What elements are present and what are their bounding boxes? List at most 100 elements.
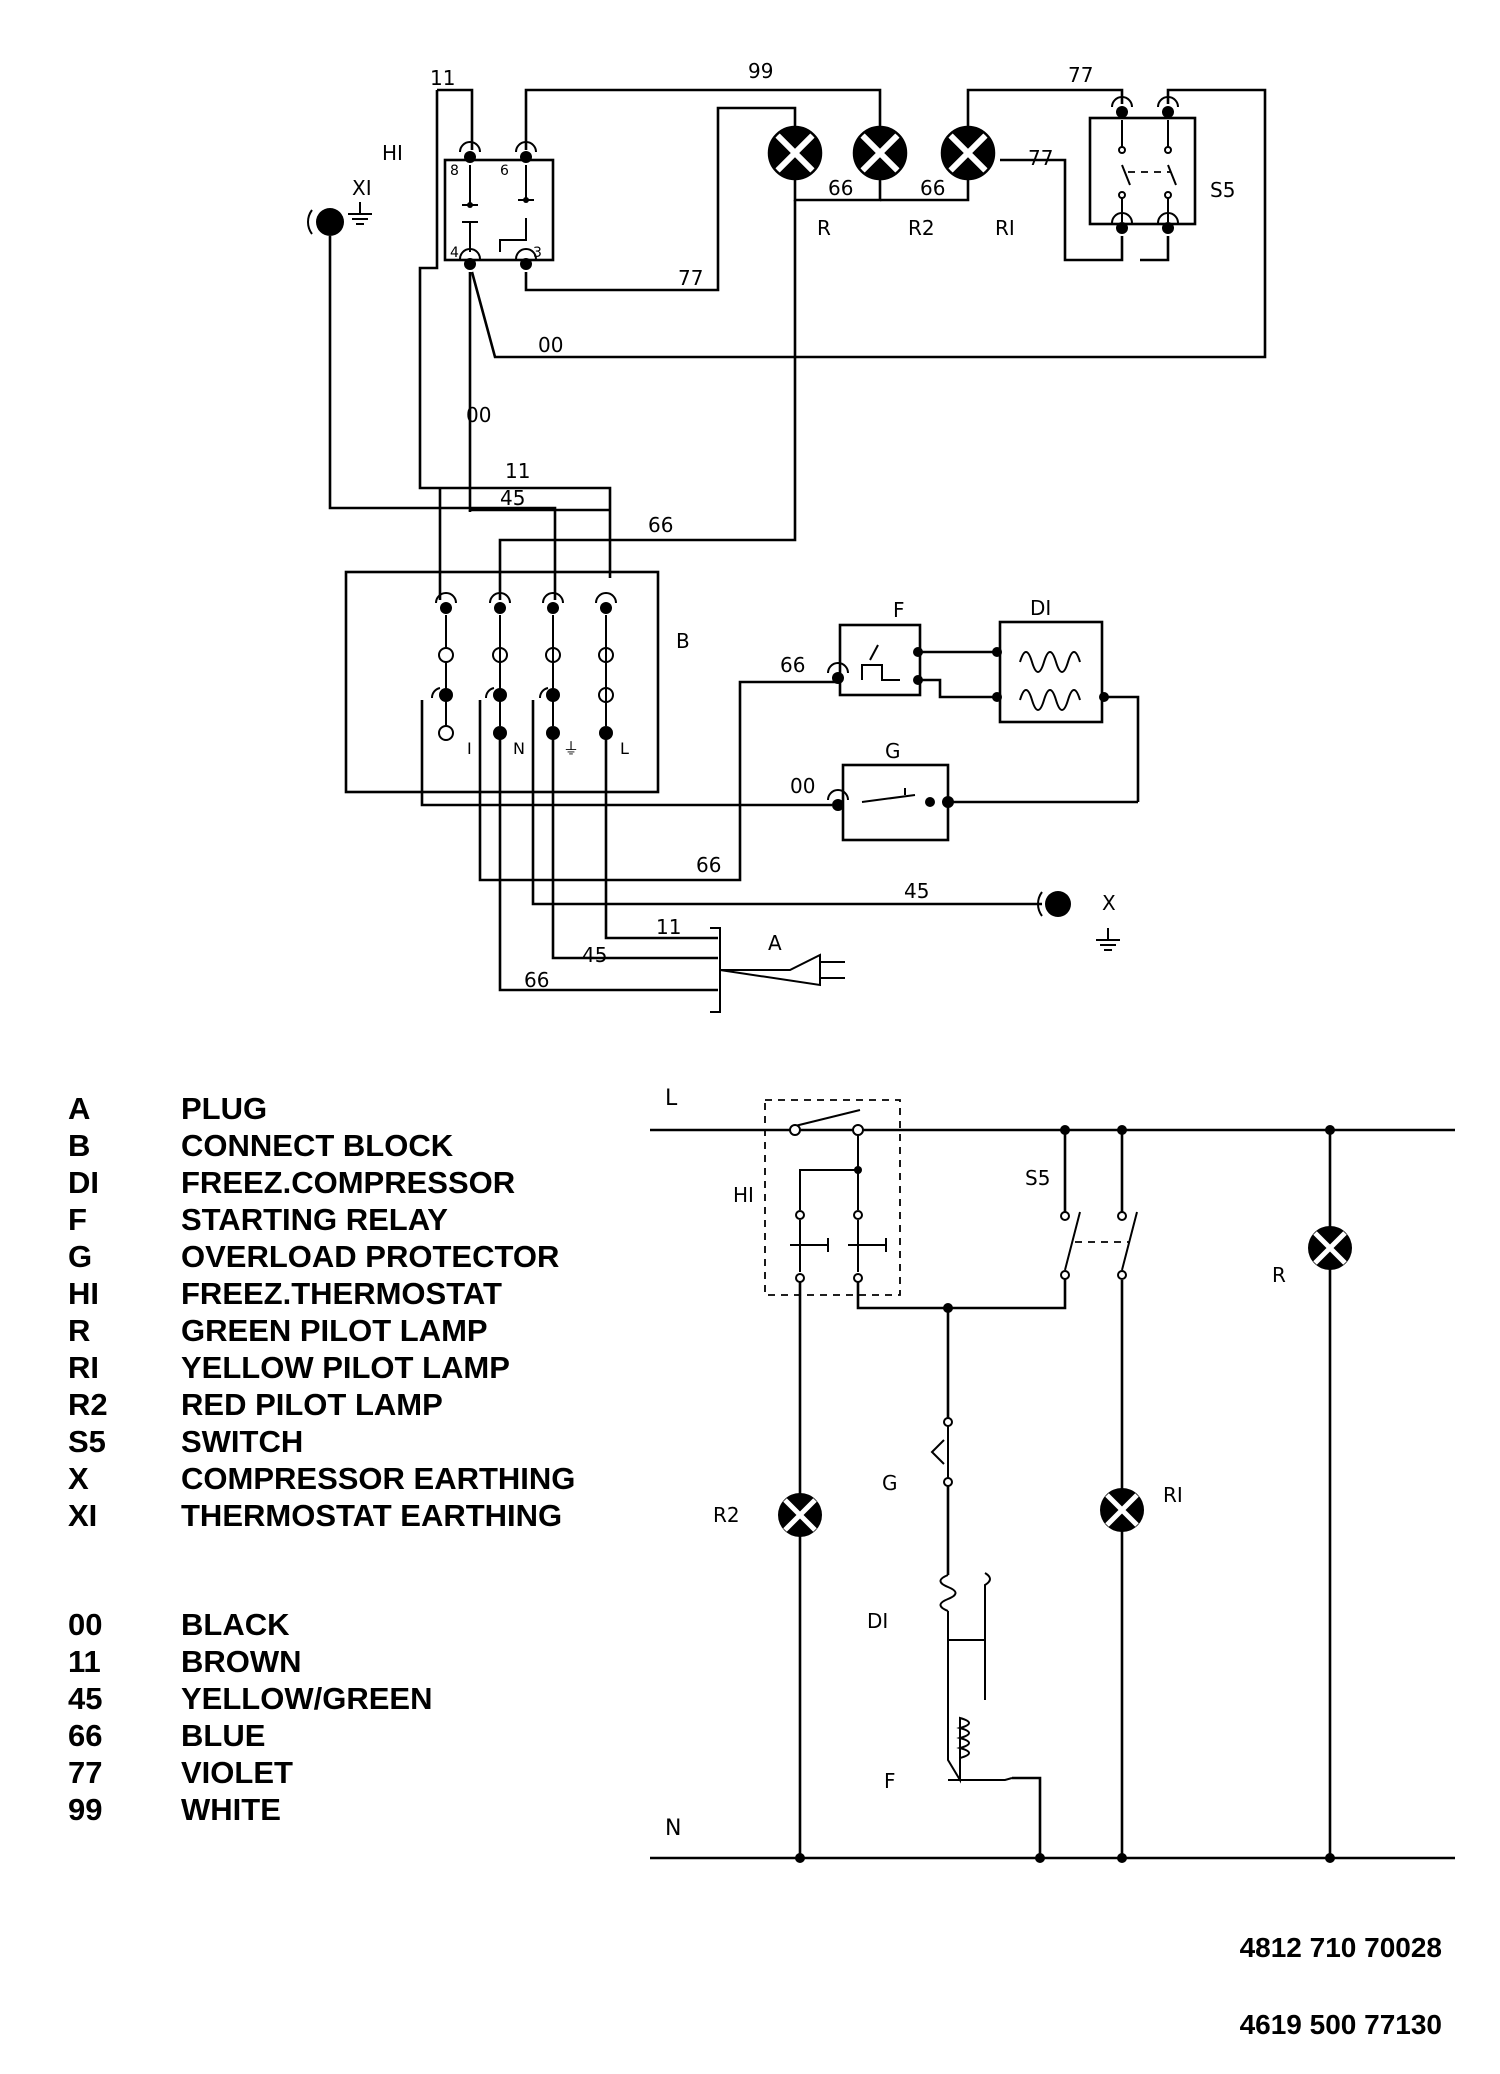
legend-code: 45 (68, 1681, 103, 1716)
document-number: 4619 500 77130 (1239, 2009, 1442, 2040)
legend-row: 11 BROWN (68, 1643, 432, 1680)
wire-77-a: 77 (1068, 63, 1093, 87)
legend-desc: PLUG (181, 1091, 268, 1126)
legend-desc: COMPRESSOR EARTHING (181, 1461, 576, 1496)
legend-row: 77 VIOLET (68, 1754, 432, 1791)
wire-45-b: 45 (904, 879, 929, 903)
label-b: B (676, 629, 690, 653)
wire-66-a: 66 (828, 176, 853, 200)
legend-desc: YELLOW/GREEN (181, 1681, 433, 1716)
wire-00-c: 00 (790, 774, 815, 798)
legend-desc: BLUE (181, 1718, 266, 1753)
document-number: 4812 710 70028 (1239, 1932, 1442, 1963)
schematic-label-g: G (882, 1471, 898, 1495)
legend-row: R2 RED PILOT LAMP (68, 1386, 575, 1423)
label-a: A (768, 931, 782, 955)
compressor-earth-x: X 45 (531, 700, 1121, 951)
legend-desc: GREEN PILOT LAMP (181, 1313, 488, 1348)
wire-77-b: 77 (1028, 146, 1053, 170)
wires-top (328, 88, 1267, 600)
pin-3: 3 (533, 245, 542, 261)
legend-code: XI (68, 1498, 98, 1533)
overload-g: G 00 (420, 700, 1138, 842)
legend-row: S5 SWITCH (68, 1423, 575, 1460)
label-r-top: R (817, 216, 831, 240)
legend-row: F STARTING RELAY (68, 1201, 575, 1238)
legend-row: R GREEN PILOT LAMP (68, 1312, 575, 1349)
legend-code: R2 (68, 1387, 108, 1422)
wire-labels-top: 11 99 77 77 66 66 77 00 00 11 45 66 (430, 59, 1093, 537)
legend-code: RI (68, 1350, 99, 1385)
legend-desc: WHITE (181, 1792, 281, 1827)
thermostat-h1: 8 6 4 3 HI (382, 141, 555, 271)
legend-row: 99 WHITE (68, 1791, 432, 1828)
legend-row: 45 YELLOW/GREEN (68, 1680, 432, 1717)
legend-desc: VIOLET (181, 1755, 293, 1790)
thermostat-earth-x1: XI (307, 176, 373, 236)
wire-11-a: 11 (430, 66, 455, 90)
wire-00-b: 00 (466, 403, 491, 427)
legend-code: R (68, 1313, 91, 1348)
schematic-neutral-n: N (665, 1816, 681, 1841)
legend-desc: YELLOW PILOT LAMP (181, 1350, 510, 1385)
wire-66-d: 66 (780, 653, 805, 677)
label-x: X (1102, 891, 1116, 915)
switch-s5: S5 (1088, 96, 1235, 235)
terminal-n: N (513, 739, 525, 758)
legend-row: B CONNECT BLOCK (68, 1127, 575, 1164)
pin-8: 8 (450, 163, 459, 179)
legend-row: A PLUG (68, 1090, 575, 1127)
connect-block-b: B I N ⏚ L (344, 570, 690, 794)
label-r2-top: R2 (908, 216, 935, 240)
wire-45-c: 45 (582, 943, 607, 967)
legend-code: 11 (68, 1644, 101, 1679)
wire-11-c: 11 (656, 915, 681, 939)
wiring-section: 8 6 4 3 HI XI R R2 RI (307, 59, 1267, 1013)
schematic-section: L N HI R2 G DI F S5 (650, 1086, 1455, 1863)
wire-77-c: 77 (678, 266, 703, 290)
label-s5-top: S5 (1210, 178, 1235, 202)
pin-4: 4 (450, 245, 459, 261)
legend-code: HI (68, 1276, 99, 1311)
schematic-label-f: F (884, 1769, 896, 1793)
label-x1: XI (352, 176, 372, 200)
legend-code: DI (68, 1165, 99, 1200)
label-d1-top: DI (1030, 596, 1051, 620)
legend-code: X (68, 1461, 89, 1496)
wire-66-c: 66 (648, 513, 673, 537)
wire-99: 99 (748, 59, 773, 83)
wire-45-a: 45 (500, 486, 525, 510)
terminal-i: I (467, 739, 472, 758)
legend-row: DI FREEZ.COMPRESSOR (68, 1164, 575, 1201)
legend-desc: RED PILOT LAMP (181, 1387, 443, 1422)
wire-66-e: 66 (524, 968, 549, 992)
terminal-l: L (620, 739, 629, 758)
legend-desc: SWITCH (181, 1424, 304, 1459)
schematic-label-h1: HI (733, 1183, 754, 1207)
legend-code: A (68, 1091, 91, 1126)
label-r1-top: RI (995, 216, 1015, 240)
legend-row: X COMPRESSOR EARTHING (68, 1460, 575, 1497)
legend-code: 77 (68, 1755, 103, 1790)
legend-desc: BROWN (181, 1644, 302, 1679)
schematic-label-r: R (1272, 1263, 1286, 1287)
legend-code: F (68, 1202, 87, 1237)
schematic-label-d1: DI (867, 1609, 888, 1633)
label-g-top: G (885, 739, 901, 763)
legend-code: S5 (68, 1424, 106, 1459)
wire-00-a: 00 (538, 333, 563, 357)
wire-11-b: 11 (505, 459, 530, 483)
legend-code: B (68, 1128, 91, 1163)
legend-desc: STARTING RELAY (181, 1202, 448, 1237)
legend-row: RI YELLOW PILOT LAMP (68, 1349, 575, 1386)
schematic-label-r2: R2 (713, 1503, 740, 1527)
legend-desc: CONNECT BLOCK (181, 1128, 454, 1163)
legend-code: 99 (68, 1792, 103, 1827)
legend-desc: FREEZ.COMPRESSOR (181, 1165, 516, 1200)
